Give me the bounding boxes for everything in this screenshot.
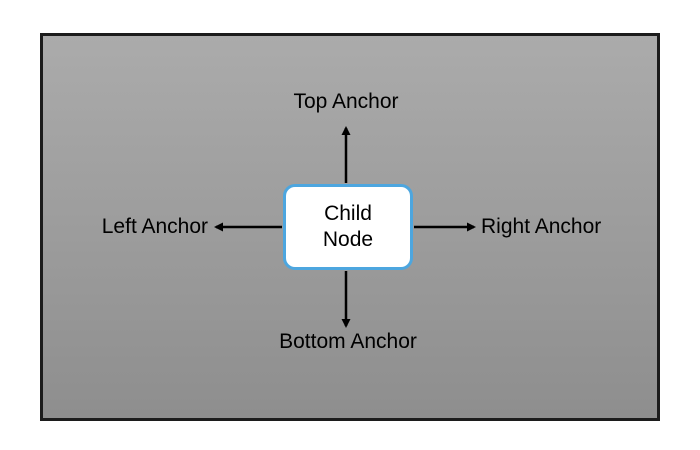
child-node-label-line1: Child: [324, 201, 372, 225]
right-anchor-label: Right Anchor: [481, 215, 602, 238]
child-node-label-line2: Node: [322, 228, 374, 251]
top-anchor-label: Top Anchor: [293, 90, 399, 113]
child-node-shape: Child Node: [283, 184, 413, 270]
left-anchor-label: Left Anchor: [101, 215, 208, 238]
bottom-anchor-label: Bottom Anchor: [279, 330, 417, 353]
